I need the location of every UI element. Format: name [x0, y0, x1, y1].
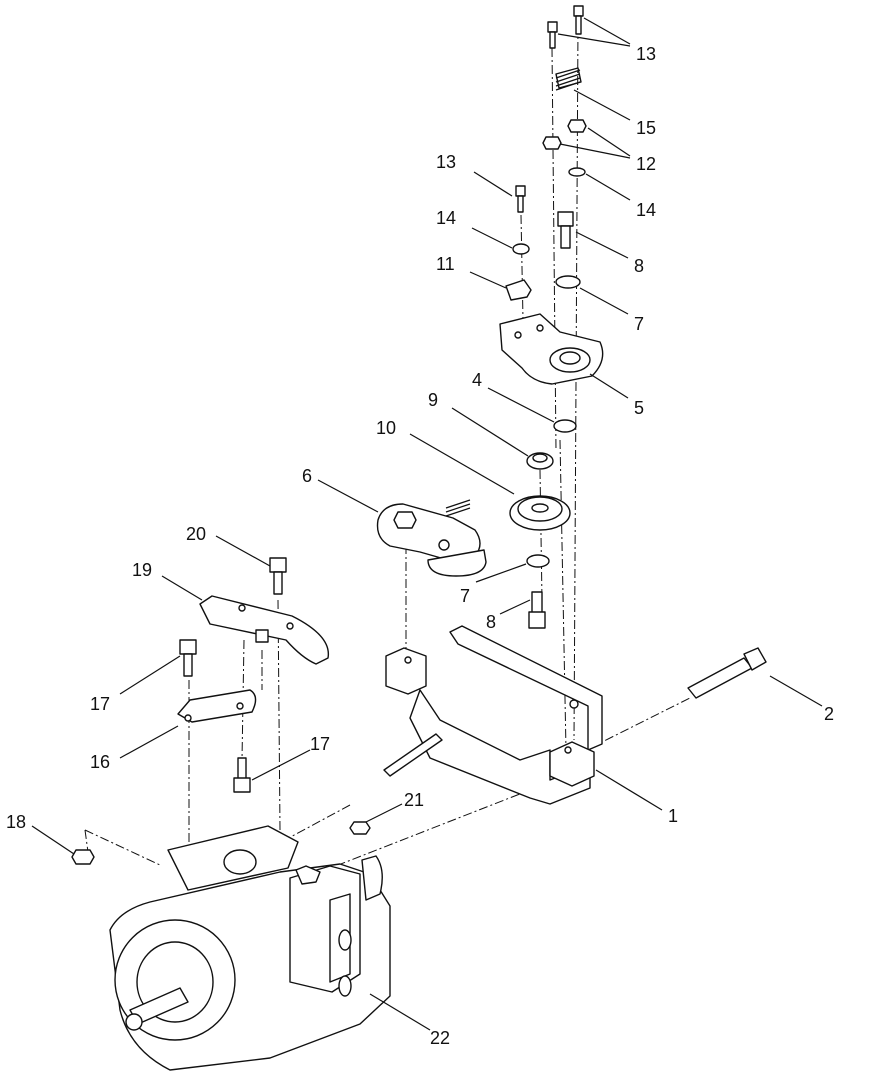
callout-10: 10 — [376, 418, 396, 438]
callout-4: 4 — [472, 370, 482, 390]
callout-5: 5 — [634, 398, 644, 418]
callout-17-center: 17 — [310, 734, 330, 754]
callout-16: 16 — [90, 752, 110, 772]
screw-13-pair — [547, 5, 584, 49]
nut-12-pair — [542, 119, 587, 150]
bracket-1 — [383, 625, 603, 805]
callout-7-upper: 7 — [634, 314, 644, 334]
bolt-20 — [269, 557, 287, 595]
callout-labels: 13 15 12 14 13 14 8 11 7 4 5 9 10 6 20 1… — [6, 44, 834, 1048]
bolt-17-left — [179, 639, 197, 677]
callout-14-right: 14 — [636, 200, 656, 220]
callout-14-left: 14 — [436, 208, 456, 228]
lever-5 — [499, 313, 604, 385]
plate-19 — [199, 595, 330, 665]
plate-16 — [177, 689, 257, 723]
pulley-10 — [509, 495, 571, 531]
screw-13-left — [515, 185, 526, 213]
washer-14-upper — [568, 167, 586, 177]
callout-11: 11 — [436, 254, 455, 274]
callout-2: 2 — [824, 704, 834, 724]
bolt-17-center — [233, 757, 251, 793]
callout-20: 20 — [186, 524, 206, 544]
spacer-7-upper — [555, 275, 581, 289]
pump-22 — [109, 825, 391, 1071]
bearing-9 — [526, 452, 554, 470]
bolt-8-upper — [557, 211, 574, 249]
nut-18 — [71, 849, 95, 865]
centerlines — [84, 24, 691, 879]
washer-14-left — [512, 243, 530, 255]
callout-8-upper: 8 — [634, 256, 644, 276]
washer-7-lower — [526, 554, 550, 568]
callout-22: 22 — [430, 1028, 450, 1048]
callout-15: 15 — [636, 118, 656, 138]
callout-21: 21 — [404, 790, 424, 810]
tab-11 — [505, 279, 532, 301]
callout-9: 9 — [428, 390, 438, 410]
leader-lines — [31, 17, 823, 1031]
callout-8-lower: 8 — [486, 612, 496, 632]
callout-17-left: 17 — [90, 694, 110, 714]
callout-13-top: 13 — [636, 44, 656, 64]
idler-arm-6 — [376, 499, 487, 577]
callout-12: 12 — [636, 154, 656, 174]
callout-7-lower: 7 — [460, 586, 470, 606]
bolt-2 — [687, 647, 767, 699]
callout-19: 19 — [132, 560, 152, 580]
callout-18: 18 — [6, 812, 26, 832]
callout-13-left: 13 — [436, 152, 456, 172]
bolt-8-lower — [528, 591, 546, 629]
callout-6: 6 — [302, 466, 312, 486]
spring-15 — [555, 67, 582, 91]
nut-21 — [349, 821, 371, 835]
callout-1: 1 — [668, 806, 678, 826]
washer-4 — [553, 419, 577, 433]
